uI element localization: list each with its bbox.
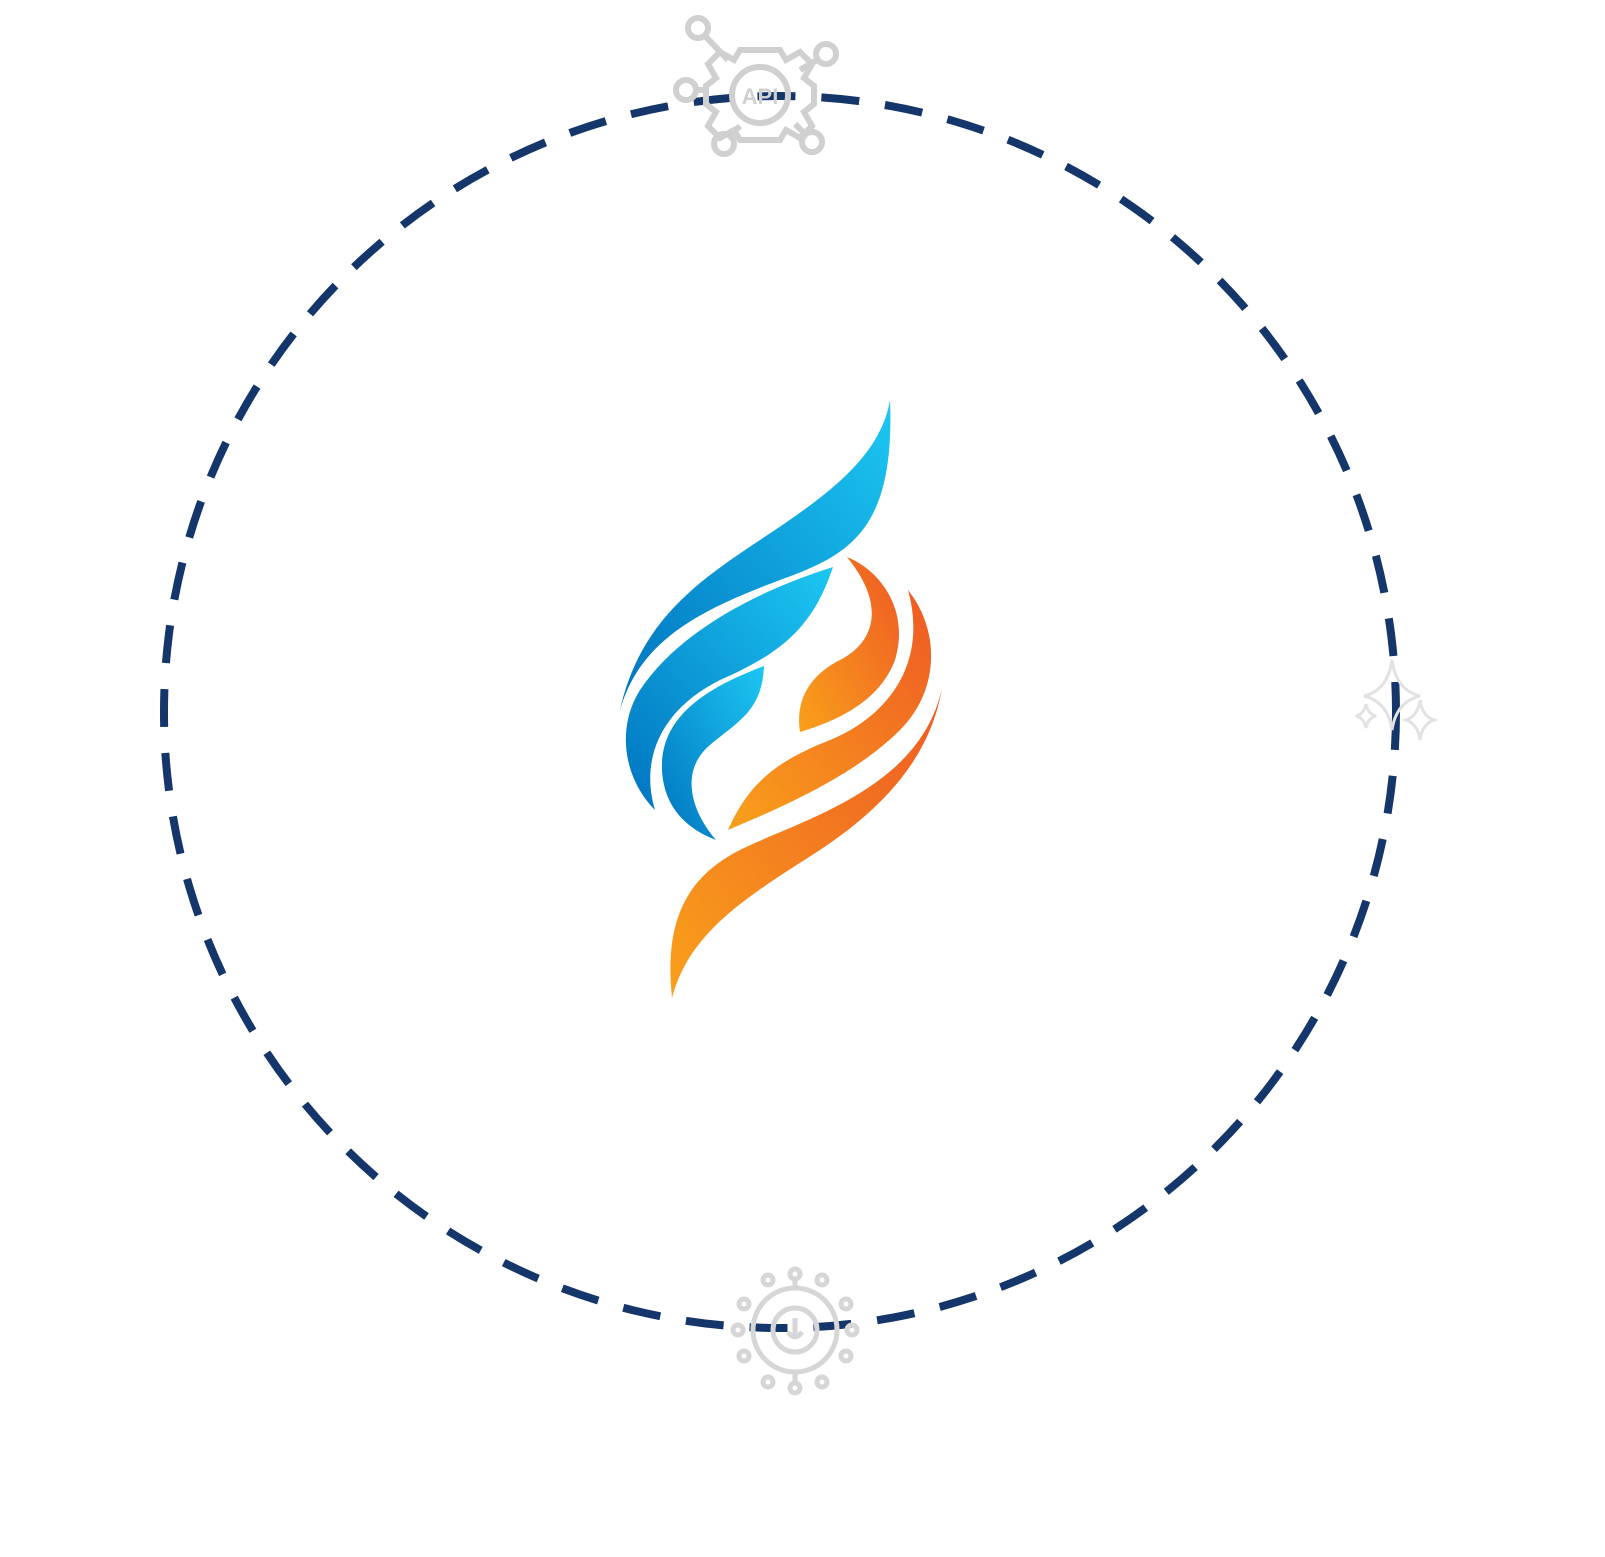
gear-network-icon: [730, 1266, 860, 1396]
api-gear-network-icon: API: [673, 15, 839, 157]
dashed-ring: [160, 92, 1400, 1332]
svg-text:API: API: [742, 84, 779, 109]
sparkle-icon: [1355, 659, 1439, 741]
brand-flame-logo: [620, 400, 942, 998]
